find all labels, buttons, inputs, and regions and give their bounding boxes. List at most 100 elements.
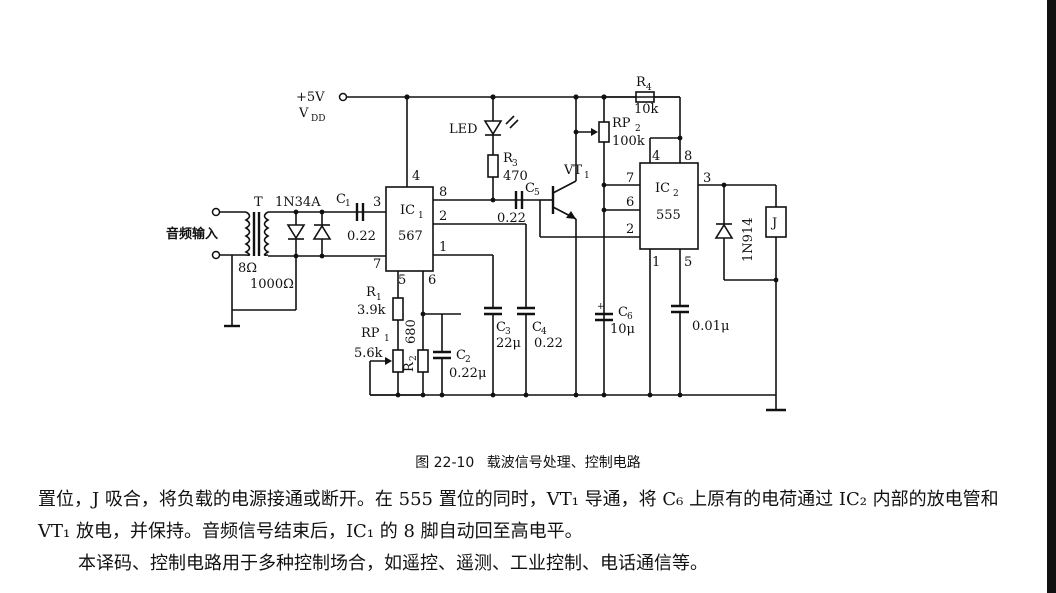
ic2-pin6: 6 [626, 195, 634, 210]
rp1-sub: 1 [384, 334, 390, 344]
resistor-r2 [417, 311, 461, 395]
r2-sub: 2 [409, 355, 419, 361]
supply-voltage: +5V [296, 90, 325, 105]
figure-caption: 图 22-10 载波信号处理、控制电路 [0, 452, 1056, 472]
supply-sub: DD [311, 114, 325, 124]
resistor-r1 [392, 297, 404, 350]
ic2-body [639, 137, 776, 395]
capacitor-c6 [595, 312, 613, 322]
capacitor-c7 [671, 304, 689, 395]
c6-sub: 6 [627, 312, 633, 322]
audio-input-terminals [211, 207, 246, 260]
c3-value: 22μ [496, 336, 521, 351]
transformer [231, 211, 362, 326]
capacitor-c5 [514, 191, 524, 209]
diode2-label: 1N914 [741, 218, 756, 262]
c7-value: 0.01μ [692, 319, 729, 334]
c6-value: 10μ [610, 322, 635, 337]
ic2-pin7: 7 [626, 171, 634, 186]
c2-name: C [456, 348, 466, 363]
c4-name: C [532, 320, 542, 335]
c2-sub: 2 [465, 355, 471, 365]
ic2-pin2: 2 [626, 222, 634, 237]
ic1-pin5: 5 [398, 273, 406, 288]
c1-sub: 1 [345, 199, 351, 209]
ic1-pin6: 6 [428, 273, 436, 288]
r3-value: 470 [503, 169, 528, 184]
ic1-pin7: 7 [373, 257, 381, 272]
ic1-part: 567 [398, 229, 423, 244]
caption-title: 载波信号处理、控制电路 [486, 455, 641, 471]
paragraph-1: 置位，J 吸合，将负载的电源接通或断开。在 555 置位的同时，VT₁ 导通，将… [38, 489, 999, 542]
led [483, 97, 519, 155]
c4-sub: 4 [541, 327, 547, 337]
ic1-name: IC [400, 203, 415, 218]
transistor-vt1 [539, 97, 640, 395]
right-border [1047, 0, 1056, 593]
ic1-pin4: 4 [412, 169, 420, 184]
circuit-diagram: +5V V DD 音频输入 T 8Ω 1000Ω [166, 75, 787, 412]
r1-name: R [366, 285, 377, 300]
capacitor-c2 [433, 314, 451, 395]
transformer-impedance: 8Ω [238, 261, 257, 276]
led-label: LED [449, 122, 478, 137]
diode-1n34a [232, 209, 386, 311]
c3-sub: 3 [505, 327, 511, 337]
transformer-ratio: 1000Ω [250, 277, 294, 292]
c2-value: 0.22μ [449, 366, 486, 381]
diode1-label: 1N34A [275, 195, 321, 210]
r2-value: 680 [404, 319, 419, 344]
ic2-name: IC [655, 181, 670, 196]
paragraph-2: 本译码、控制电路用于多种控制场合，如遥控、遥测、工业控制、电话通信等。 [78, 553, 708, 574]
r3-sub: 3 [512, 159, 518, 169]
audio-input-label: 音频输入 [166, 226, 218, 242]
capacitor-c4 [517, 224, 535, 395]
r4-sub: 4 [646, 83, 652, 93]
resistor-r3 [487, 154, 499, 203]
rp1-value: 5.6k [354, 346, 383, 361]
rp2-sub: 2 [635, 124, 641, 134]
r2-name: R [402, 361, 417, 372]
ic2-sub: 2 [673, 189, 679, 199]
supply-name: V [298, 106, 309, 121]
diode-1n914 [714, 182, 776, 281]
c5-sub: 5 [534, 188, 540, 198]
ic1-pin3: 3 [373, 195, 381, 210]
caption-number: 图 22-10 [415, 455, 475, 471]
c1-name: C [336, 192, 346, 207]
c5-name: C [525, 181, 535, 196]
ic1-pin8: 8 [439, 185, 447, 200]
c6-name: C [618, 305, 628, 320]
c1-value: 0.22 [347, 229, 376, 244]
ic2-part: 555 [656, 208, 681, 223]
r1-value: 3.9k [357, 303, 386, 318]
transformer-label: T [254, 195, 263, 210]
r4-value: 10k [634, 102, 659, 117]
ic1-pin2: 2 [439, 209, 447, 224]
c4-value: 0.22 [534, 336, 563, 351]
rp2-name: RP [612, 116, 631, 131]
ic2-pin1: 1 [652, 255, 660, 270]
rp1-name: RP [361, 326, 380, 341]
ic1-pin1: 1 [439, 240, 447, 255]
r1-sub: 1 [376, 293, 382, 303]
ground-bus [370, 392, 786, 412]
c6-plus: + [597, 302, 605, 312]
ic1-body [385, 97, 540, 314]
r4-name: R [636, 75, 647, 90]
rp2-value: 100k [612, 134, 645, 149]
c3-name: C [496, 320, 506, 335]
resistor-r4 [604, 91, 683, 163]
ic2-pin3: 3 [703, 171, 711, 186]
capacitor-c1 [355, 203, 386, 221]
r3-name: R [503, 151, 514, 166]
c5-value: 0.22 [497, 211, 526, 226]
capacitor-c3 [484, 255, 502, 395]
vt1-sub: 1 [584, 171, 590, 181]
ic2-pin4: 4 [652, 149, 660, 164]
relay-j [765, 185, 787, 410]
relay-label: J [770, 216, 777, 231]
potentiometer-rp2 [573, 97, 640, 395]
vt1-name: VT [563, 163, 582, 178]
ic1-sub: 1 [418, 211, 424, 221]
